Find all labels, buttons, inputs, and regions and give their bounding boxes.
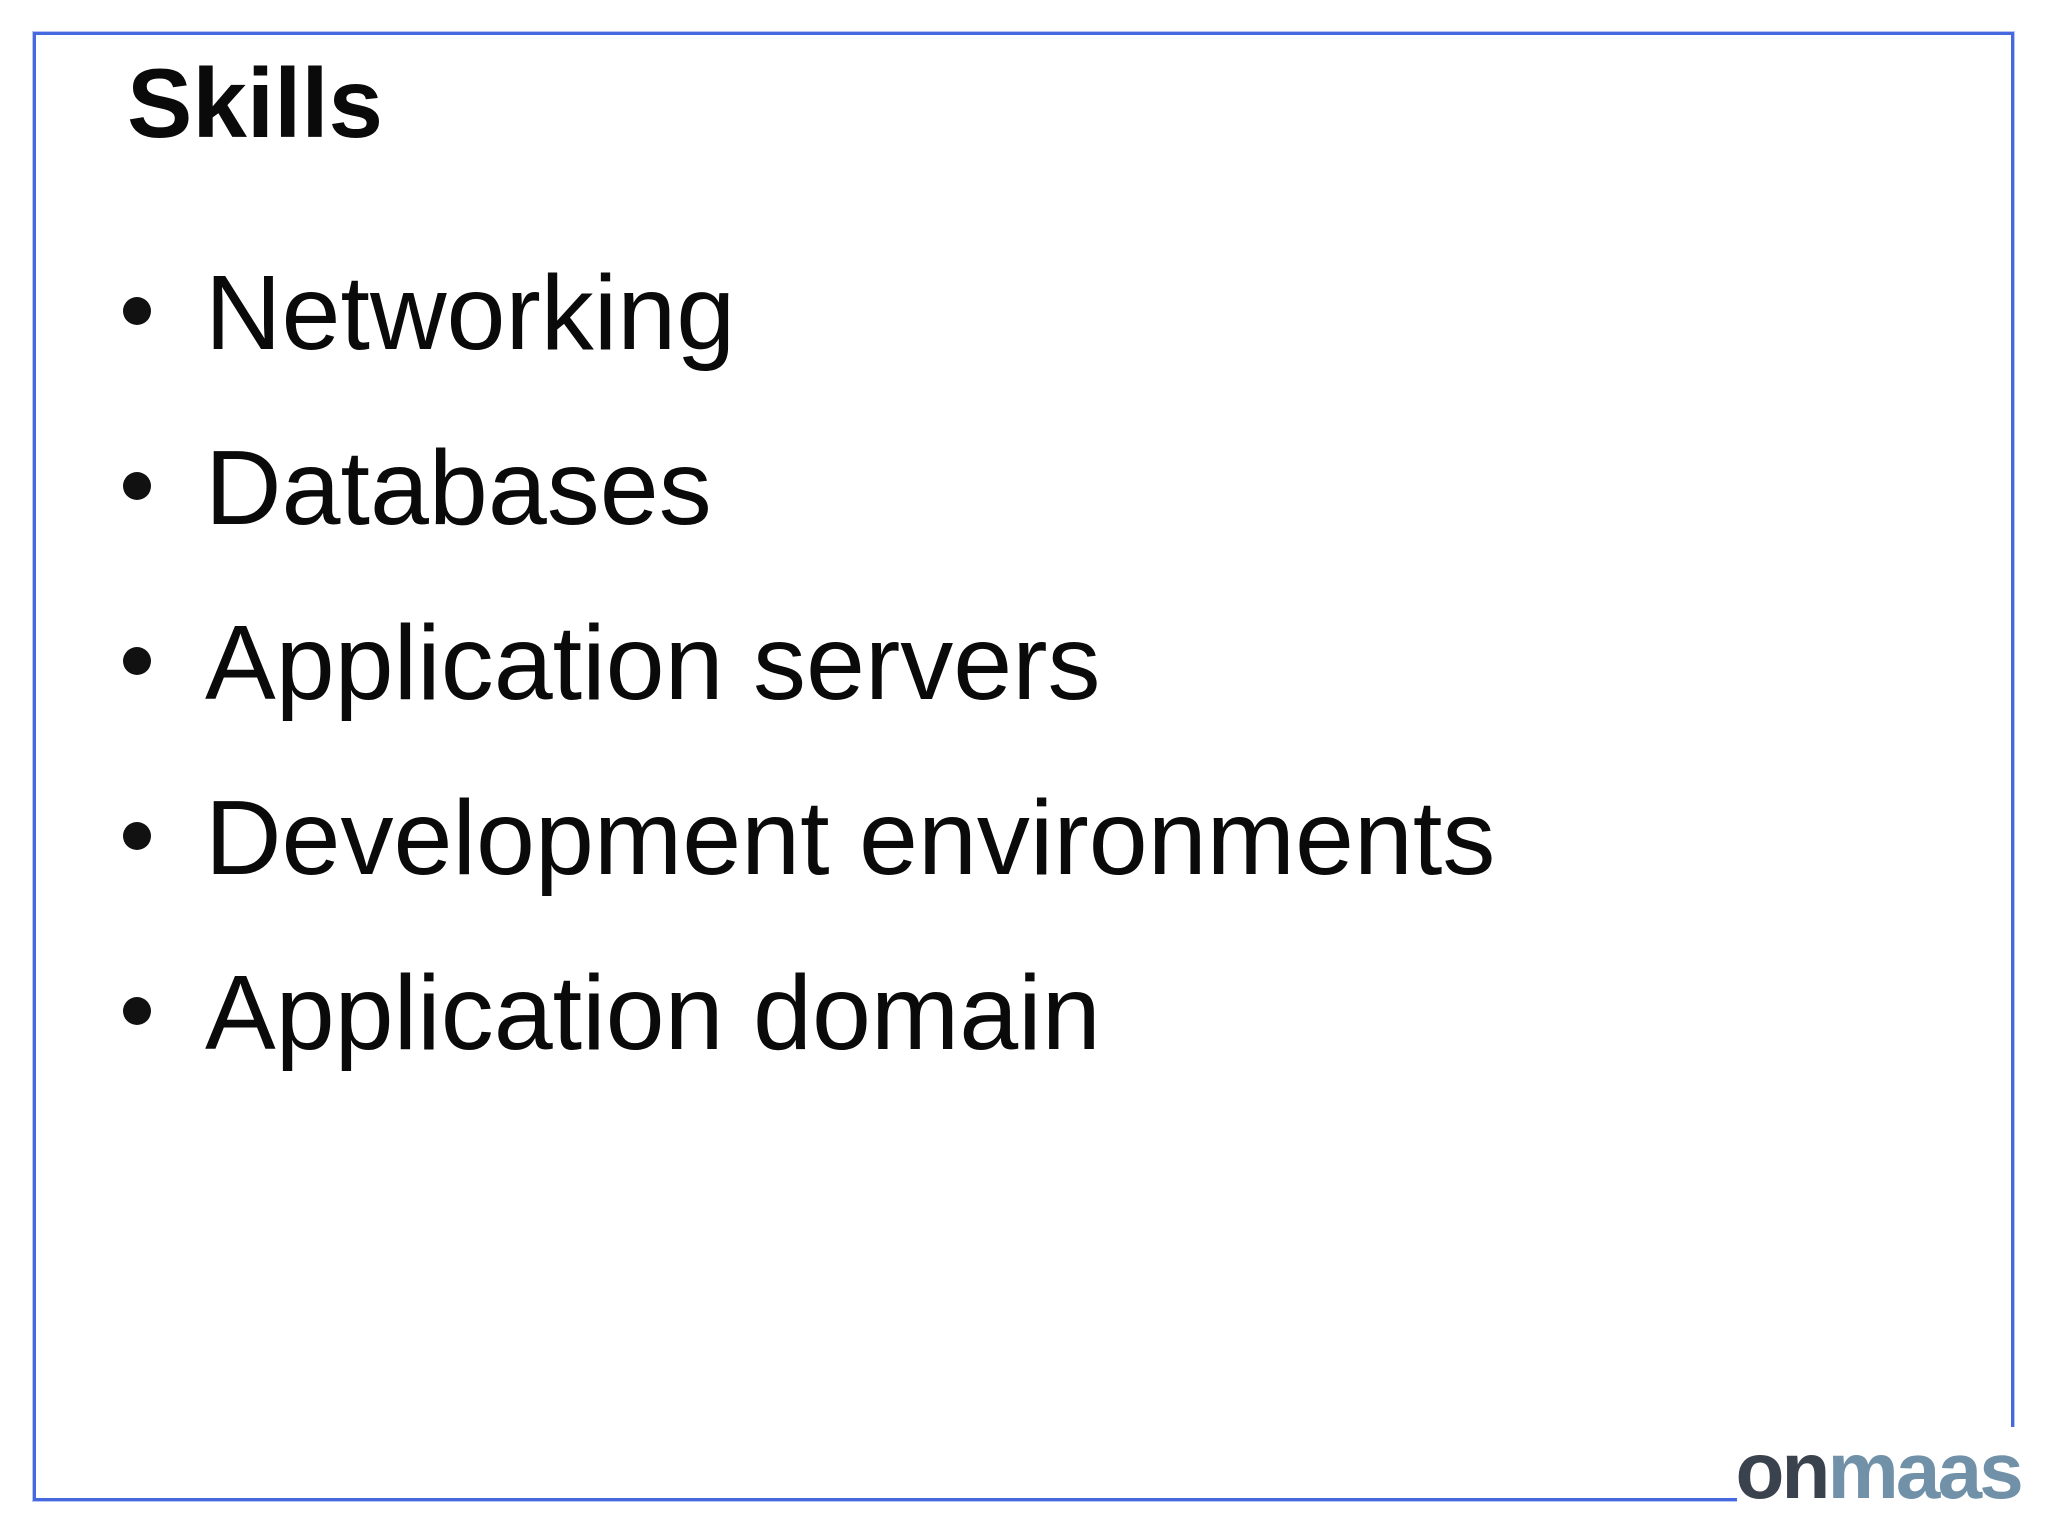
- logo-text-on: on: [1735, 1426, 1830, 1515]
- bullet-item: Development environments: [105, 751, 1968, 926]
- bullet-label: Development environments: [205, 779, 1496, 897]
- logo-text: onmaas: [1735, 1431, 2023, 1511]
- logo-text-maas: maas: [1827, 1426, 2024, 1515]
- bullet-list: Networking Databases Application servers…: [105, 226, 1968, 1101]
- bullet-dot-icon: [123, 297, 151, 325]
- slide-border: [33, 32, 2014, 1501]
- bullet-item: Application domain: [105, 926, 1968, 1101]
- bullet-label: Databases: [205, 429, 712, 547]
- bullet-item: Databases: [105, 401, 1968, 576]
- slide-title: Skills: [127, 48, 384, 158]
- bullet-label: Application domain: [205, 954, 1101, 1072]
- bullet-dot-icon: [123, 472, 151, 500]
- bullet-label: Networking: [205, 254, 736, 372]
- bullet-dot-icon: [123, 822, 151, 850]
- bullet-item: Networking: [105, 226, 1968, 401]
- bullet-label: Application servers: [205, 604, 1101, 722]
- bullet-dot-icon: [123, 997, 151, 1025]
- bullet-dot-icon: [123, 647, 151, 675]
- bullet-item: Application servers: [105, 576, 1968, 751]
- onmaas-logo: onmaas: [1735, 1427, 2027, 1515]
